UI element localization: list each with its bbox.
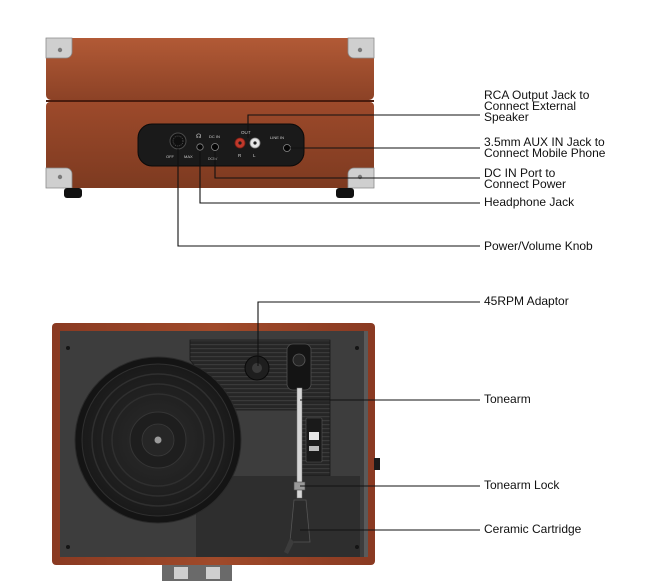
leader-adaptor-45: [257, 301, 480, 366]
leader-dc-in: [214, 151, 480, 179]
callout-line-text: Connect External: [484, 99, 577, 113]
rca-out-mark: OUT: [241, 130, 251, 135]
handle-clip: [206, 567, 220, 579]
callout-tonearm: Tonearm: [484, 392, 531, 406]
deck-edge: [364, 331, 368, 557]
callout-line-text: DC IN Port to: [484, 166, 556, 180]
callout-aux-in: 3.5mm AUX IN Jack to Connect Mobile Phon…: [484, 135, 606, 160]
rca-jack-right-pin: [238, 141, 242, 145]
callout-line-text: 45RPM Adaptor: [484, 294, 569, 308]
knob-grip: [172, 135, 184, 147]
off-mark: OFF: [166, 154, 175, 159]
headphone-jack[interactable]: [196, 143, 204, 151]
corner-rivet: [57, 47, 63, 53]
adaptor-45rpm-center: [252, 363, 262, 373]
deck-screw: [355, 346, 359, 350]
ceramic-cartridge[interactable]: [289, 499, 311, 543]
dc-in-port[interactable]: [211, 143, 219, 151]
callout-line-text: RCA Output Jack to: [484, 88, 590, 102]
handle-clip: [174, 567, 188, 579]
callout-line-text: Connect Mobile Phone: [484, 146, 606, 160]
headphone-icon: ☊: [196, 133, 201, 140]
callout-adaptor-45: 45RPM Adaptor: [484, 294, 569, 308]
deck-screw: [355, 545, 359, 549]
record-groove: [101, 383, 215, 497]
speed-switch[interactable]: [309, 432, 319, 440]
rear-control-panel: [137, 123, 305, 167]
callout-dc-in: DC IN Port to Connect Power: [484, 166, 567, 191]
leader-rca-output: [247, 114, 480, 138]
callout-line-text: Tonearm Lock: [484, 478, 560, 492]
callout-lines: [177, 114, 480, 531]
foot: [336, 188, 354, 198]
spindle: [154, 436, 162, 444]
line-in-mark: LINE IN: [270, 135, 284, 140]
callout-line-text: 3.5mm AUX IN Jack to: [484, 135, 605, 149]
rca-right-mark: R: [238, 153, 242, 158]
side-button: [374, 458, 380, 470]
callout-line-text: Power/Volume Knob: [484, 239, 593, 253]
callout-tonearm-lock: Tonearm Lock: [484, 478, 560, 492]
carry-handle-latch: [162, 565, 232, 581]
foot: [64, 188, 82, 198]
tonearm[interactable]: [296, 387, 303, 499]
callout-headphone: Headphone Jack: [484, 195, 575, 209]
callout-rca-output: RCA Output Jack to Connect External Spea…: [484, 88, 590, 124]
tonearm-counterweight: [286, 343, 312, 391]
callout-power-volume: Power/Volume Knob: [484, 239, 593, 253]
turntable-top-view: [52, 323, 380, 581]
rca-left-mark: L: [253, 153, 256, 158]
callout-cartridge: Ceramic Cartridge: [484, 522, 582, 536]
deck-screw: [66, 545, 70, 549]
leader-power-volume: [177, 149, 480, 247]
callout-line-text: Headphone Jack: [484, 195, 575, 209]
callout-line-text: Ceramic Cartridge: [484, 522, 582, 536]
record-groove: [111, 393, 205, 487]
cartridge-finger-lift: [284, 538, 294, 554]
callout-line-text: Speaker: [484, 110, 529, 124]
callout-line-text: Tonearm: [484, 392, 531, 406]
turntable-side-view: OFF MAX ☊ DC IN DC5V OUT R L LINE IN: [45, 37, 375, 198]
dc-spec-mark: DC5V: [208, 157, 218, 161]
callout-line-text: Connect Power: [484, 177, 567, 191]
record-groove: [91, 373, 225, 507]
corner-rivet: [357, 47, 363, 53]
rca-jack-left-pin: [253, 141, 257, 145]
leader-headphone: [199, 151, 480, 204]
chrome-corner: [45, 37, 73, 59]
case-lid: [46, 38, 374, 100]
switch-slot: [309, 446, 319, 451]
dc-in-mark: DC IN: [209, 134, 220, 139]
volume-knob[interactable]: [169, 132, 187, 150]
max-mark: MAX: [184, 154, 193, 159]
tonearm-pivot: [292, 353, 306, 367]
deck-screw: [66, 346, 70, 350]
chrome-corner: [347, 37, 375, 59]
corner-rivet: [57, 174, 63, 180]
